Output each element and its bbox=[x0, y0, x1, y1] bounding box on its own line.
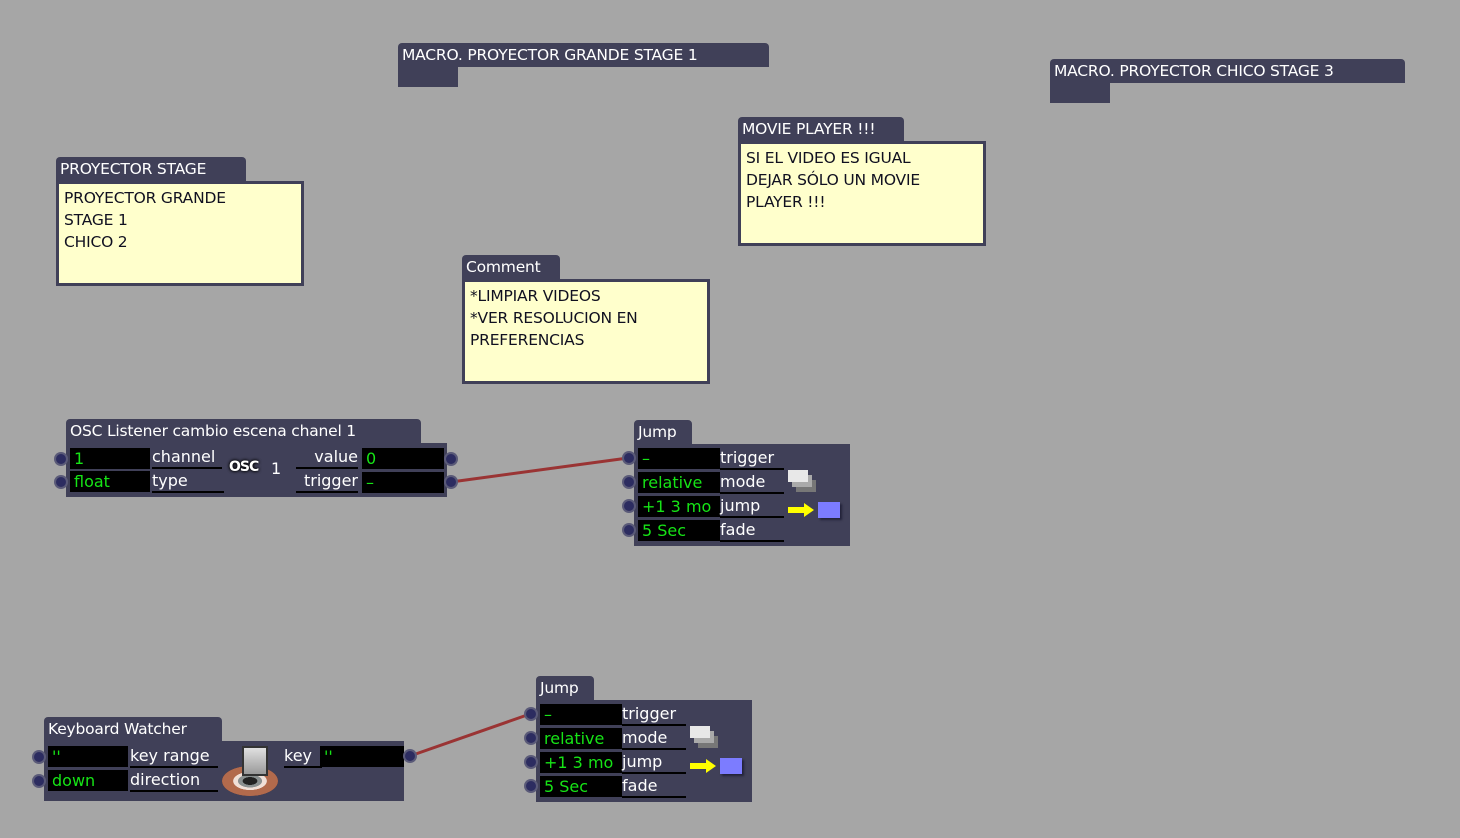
key-label: key bbox=[284, 746, 322, 768]
note-line: *LIMPIAR VIDEOS bbox=[470, 287, 601, 305]
input-port-direction[interactable] bbox=[34, 776, 44, 786]
mode-label: mode bbox=[720, 472, 784, 494]
note-body[interactable]: SI EL VIDEO ES IGUAL DEJAR SÓLO UN MOVIE… bbox=[738, 141, 986, 246]
cable-osc-to-jump1[interactable] bbox=[450, 456, 629, 484]
jump-swatch-icon bbox=[818, 502, 840, 518]
trigger-label: trigger bbox=[622, 704, 686, 726]
note-line: PLAYER !!! bbox=[746, 193, 826, 211]
trigger-label: trigger bbox=[296, 471, 358, 493]
jump-field[interactable]: +1 3 mo bbox=[540, 752, 622, 773]
jump-arrow-icon bbox=[788, 503, 814, 517]
cable-keyboard-to-jump2[interactable] bbox=[409, 712, 531, 758]
fade-field[interactable]: 5 Sec bbox=[638, 520, 720, 541]
trigger-field: – bbox=[362, 472, 444, 493]
input-port-mode[interactable] bbox=[526, 733, 536, 743]
output-port-key[interactable] bbox=[405, 751, 415, 761]
note-line: DEJAR SÓLO UN MOVIE bbox=[746, 171, 920, 189]
note-title: MOVIE PLAYER !!! bbox=[738, 117, 904, 141]
trigger-field[interactable]: – bbox=[638, 448, 720, 469]
macro-title[interactable]: MACRO. PROYECTOR GRANDE STAGE 1 bbox=[398, 43, 769, 67]
note-body[interactable]: PROYECTOR GRANDE STAGE 1 CHICO 2 bbox=[56, 181, 304, 286]
macro-body[interactable] bbox=[398, 67, 458, 87]
macro-body[interactable] bbox=[1050, 83, 1110, 103]
trigger-field[interactable]: – bbox=[540, 704, 622, 725]
jump-label: jump bbox=[622, 752, 686, 774]
channel-number: 1 bbox=[271, 459, 282, 478]
note-line: PREFERENCIAS bbox=[470, 331, 585, 349]
input-port-trigger[interactable] bbox=[526, 709, 536, 719]
key-icon bbox=[242, 746, 268, 776]
note-line: STAGE 1 bbox=[64, 211, 128, 229]
type-field[interactable]: float bbox=[70, 471, 150, 492]
note-line: CHICO 2 bbox=[64, 233, 128, 251]
mode-label: mode bbox=[622, 728, 686, 750]
direction-label: direction bbox=[130, 770, 218, 792]
input-port-key-range[interactable] bbox=[34, 752, 44, 762]
jump-field[interactable]: +1 3 mo bbox=[638, 496, 720, 517]
type-label: type bbox=[152, 471, 224, 493]
fade-label: fade bbox=[720, 520, 784, 542]
input-port-fade[interactable] bbox=[624, 525, 634, 535]
mode-stack-icon bbox=[690, 726, 720, 754]
note-title: PROYECTOR STAGE bbox=[56, 157, 246, 181]
module-title[interactable]: Jump bbox=[536, 676, 594, 700]
mode-stack-icon bbox=[788, 470, 818, 498]
jump-arrow-icon bbox=[690, 759, 716, 773]
output-port-trigger[interactable] bbox=[446, 477, 456, 487]
channel-label: channel bbox=[152, 447, 222, 469]
channel-field[interactable]: 1 bbox=[70, 448, 150, 469]
module-title[interactable]: Keyboard Watcher bbox=[44, 717, 222, 741]
input-port-mode[interactable] bbox=[624, 477, 634, 487]
input-port-channel[interactable] bbox=[56, 454, 66, 464]
input-port-jump[interactable] bbox=[624, 501, 634, 511]
input-port-fade[interactable] bbox=[526, 781, 536, 791]
note-line: PROYECTOR GRANDE bbox=[64, 189, 226, 207]
note-line: SI EL VIDEO ES IGUAL bbox=[746, 149, 911, 167]
osc-icon: OSC bbox=[229, 459, 259, 475]
input-port-type[interactable] bbox=[56, 477, 66, 487]
fade-field[interactable]: 5 Sec bbox=[540, 776, 622, 797]
jump-label: jump bbox=[720, 496, 784, 518]
module-title[interactable]: Jump bbox=[634, 420, 692, 444]
macro-title[interactable]: MACRO. PROYECTOR CHICO STAGE 3 bbox=[1050, 59, 1405, 83]
output-port-value[interactable] bbox=[446, 454, 456, 464]
key-range-field[interactable]: '' bbox=[48, 746, 128, 767]
jump-swatch-icon bbox=[720, 758, 742, 774]
key-range-label: key range bbox=[130, 746, 218, 768]
mode-field[interactable]: relative bbox=[638, 472, 720, 493]
input-port-jump[interactable] bbox=[526, 757, 536, 767]
note-title: Comment bbox=[462, 255, 560, 279]
key-field: '' bbox=[320, 746, 404, 767]
trigger-label: trigger bbox=[720, 448, 784, 470]
note-line: *VER RESOLUCION EN bbox=[470, 309, 638, 327]
direction-field[interactable]: down bbox=[48, 770, 128, 791]
fade-label: fade bbox=[622, 776, 686, 798]
value-label: value bbox=[296, 447, 358, 469]
module-title[interactable]: OSC Listener cambio escena chanel 1 bbox=[66, 419, 421, 443]
mode-field[interactable]: relative bbox=[540, 728, 622, 749]
note-body[interactable]: *LIMPIAR VIDEOS *VER RESOLUCION EN PREFE… bbox=[462, 279, 710, 384]
input-port-trigger[interactable] bbox=[624, 453, 634, 463]
value-field: 0 bbox=[362, 448, 444, 469]
